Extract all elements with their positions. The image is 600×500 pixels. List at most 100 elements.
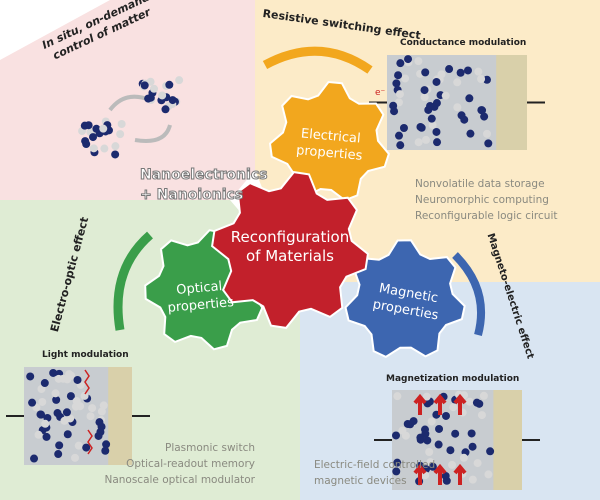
atom: [421, 68, 430, 77]
application-item: Nanoscale optical modulator: [104, 474, 255, 486]
atom: [392, 467, 401, 476]
atom: [89, 144, 98, 153]
application-item: magnetic devices: [314, 475, 407, 487]
atom: [49, 368, 58, 377]
atom: [445, 65, 454, 74]
atom: [168, 96, 177, 105]
atom: [396, 59, 405, 68]
atom: [73, 375, 82, 384]
atom: [30, 454, 39, 463]
atom: [482, 75, 491, 84]
atom: [40, 379, 49, 388]
atom: [421, 425, 430, 434]
magnetization-arrow: [453, 463, 467, 485]
atom: [441, 411, 450, 420]
atom: [94, 431, 103, 440]
atom: [420, 86, 429, 95]
atom: [484, 139, 493, 148]
atom: [473, 459, 482, 468]
atom: [140, 81, 149, 90]
magneto-electric-arrow: [452, 252, 485, 337]
cycle-arrow: [134, 124, 172, 143]
atom: [42, 432, 51, 441]
atom: [399, 124, 408, 133]
atom: [432, 127, 441, 136]
atom: [421, 135, 430, 144]
atom: [414, 57, 423, 66]
electron-label: e⁻: [375, 88, 386, 98]
atom: [86, 412, 95, 421]
atom: [404, 55, 413, 64]
electrical-applications: Nonvolatile data storage Neuromorphic co…: [415, 176, 557, 224]
electrical-gear-label: Electrical properties: [289, 125, 372, 166]
atom: [477, 411, 486, 420]
conductance-title: Conductance modulation: [400, 38, 527, 48]
atom: [417, 123, 426, 132]
atom: [393, 458, 402, 467]
atom: [451, 429, 460, 438]
atom: [448, 460, 457, 469]
magnetization-arrow: [413, 463, 427, 485]
atom: [477, 74, 486, 83]
pink-region: [0, 0, 255, 200]
atom: [34, 430, 43, 439]
atom: [52, 395, 61, 404]
atom: [38, 397, 47, 406]
atom: [146, 93, 155, 102]
atom: [117, 120, 126, 129]
atom: [465, 94, 474, 103]
atom: [150, 84, 159, 93]
atom: [468, 442, 477, 451]
atom: [465, 397, 474, 406]
atom: [92, 124, 101, 133]
atom: [486, 447, 495, 456]
atom: [468, 475, 477, 484]
light-wave: [87, 429, 93, 455]
atom: [460, 115, 469, 124]
atom: [434, 440, 443, 449]
atom: [392, 431, 401, 440]
atom: [433, 138, 442, 147]
application-item: Neuromorphic computing: [415, 194, 549, 206]
atom: [102, 440, 111, 449]
application-item: Nonvolatile data storage: [415, 178, 545, 190]
atom: [99, 401, 108, 410]
application-item: Reconfigurable logic circuit: [415, 210, 558, 222]
magnetic-gear: [344, 239, 466, 359]
atom: [161, 105, 170, 114]
magnetization-arrow: [413, 393, 427, 415]
atom: [432, 77, 441, 86]
magnetization-arrow: [433, 393, 447, 415]
atom: [390, 107, 399, 116]
nanoelectronics-label: Nanoelectronics + Nanoionics: [139, 165, 267, 205]
atom: [463, 66, 472, 75]
atom: [426, 101, 435, 110]
atom: [158, 91, 167, 100]
atom: [66, 414, 75, 423]
atom: [165, 80, 174, 89]
magnetization-arrow: [453, 393, 467, 415]
atom: [467, 429, 476, 438]
atom: [422, 392, 431, 401]
atom: [394, 131, 403, 140]
atom: [62, 408, 71, 417]
atom: [392, 79, 401, 88]
application-item: Electric-field controlled: [314, 459, 436, 471]
atom: [37, 385, 46, 394]
light-panel-electrode: [108, 367, 132, 465]
atom: [175, 76, 184, 85]
atom: [26, 372, 35, 381]
label-line: + Nanoionics: [139, 187, 244, 204]
atom: [409, 417, 418, 426]
magnetization-title: Magnetization modulation: [386, 374, 520, 384]
atom: [398, 426, 407, 435]
atom: [446, 446, 455, 455]
atom: [456, 68, 465, 77]
atom: [394, 71, 403, 80]
gear-text: of Materials: [246, 247, 334, 265]
light-modulation-title: Light modulation: [42, 350, 129, 360]
atom: [51, 389, 60, 398]
atom: [416, 433, 425, 442]
